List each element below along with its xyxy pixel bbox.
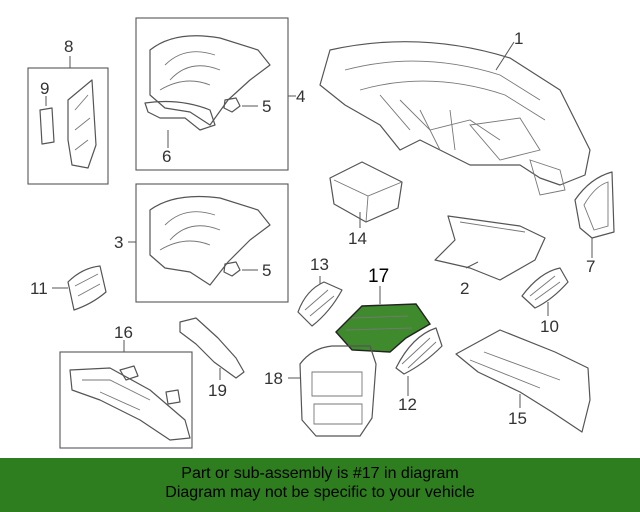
callout-8: 8 <box>64 37 73 56</box>
part-17-center-garnish[interactable] <box>335 303 432 353</box>
callout-5-lower: 5 <box>262 261 271 280</box>
parts-diagram: 1 2 3 4 5 5 6 7 8 9 10 11 12 13 14 15 16… <box>27 17 615 449</box>
part-13-vent <box>297 281 343 327</box>
callout-3: 3 <box>114 233 123 252</box>
callout-16: 16 <box>114 323 133 342</box>
part-7-end-cover <box>574 171 615 239</box>
part-4-cluster-housing <box>149 35 271 126</box>
callout-19: 19 <box>208 381 227 400</box>
callout-11: 11 <box>30 279 48 298</box>
part-6-trim <box>144 100 216 131</box>
part-5-clip-lower <box>223 261 241 277</box>
callout-1: 1 <box>514 29 523 48</box>
callout-17: 17 <box>368 266 389 287</box>
callout-13: 13 <box>310 255 329 274</box>
part-15-glove-box <box>455 329 591 433</box>
callout-4: 4 <box>296 87 305 106</box>
callout-2: 2 <box>460 279 469 298</box>
info-banner: Part or sub-assembly is #17 in diagram D… <box>0 458 640 512</box>
banner-line-1: Part or sub-assembly is #17 in diagram <box>181 465 459 482</box>
leader-lines <box>45 41 593 408</box>
part-9-clip <box>39 107 55 145</box>
callout-10: 10 <box>540 317 559 336</box>
group-box-16 <box>59 351 193 449</box>
part-5-clip-upper <box>223 97 241 113</box>
callout-12: 12 <box>398 395 417 414</box>
callout-18: 18 <box>264 369 283 388</box>
callout-6: 6 <box>162 147 171 166</box>
group-box-8 <box>27 67 109 185</box>
part-16-group <box>69 365 191 441</box>
callout-7: 7 <box>586 257 595 276</box>
part-19-bracket <box>179 317 245 379</box>
part-17-highlight <box>335 303 432 353</box>
group-box-3 <box>135 183 289 303</box>
part-14-airbag <box>329 161 403 223</box>
part-8-side-trim <box>67 79 97 169</box>
part-10-vent <box>521 267 569 309</box>
callout-5-upper: 5 <box>262 97 271 116</box>
part-1-instrument-panel <box>319 41 591 196</box>
callout-14: 14 <box>348 229 367 248</box>
callout-15: 15 <box>508 409 527 428</box>
part-2-panel <box>434 215 546 281</box>
part-12-vent <box>395 327 443 375</box>
group-box-4 <box>135 17 289 171</box>
part-11-vent <box>67 265 107 311</box>
callout-9: 9 <box>40 79 49 98</box>
part-3-cluster-housing <box>149 195 271 286</box>
banner-line-2: Diagram may not be specific to your vehi… <box>165 484 475 501</box>
part-18-center-fascia <box>299 345 377 437</box>
